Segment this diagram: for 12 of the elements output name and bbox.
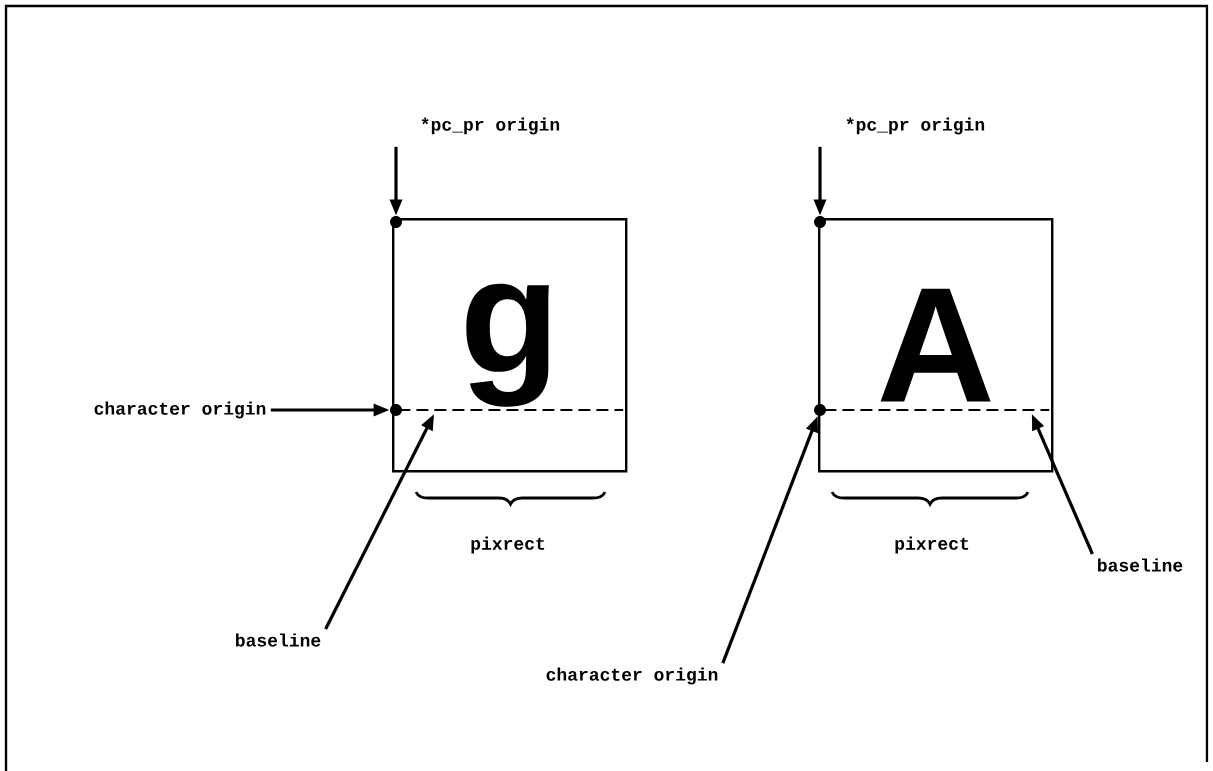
callout-text: *pc_pr origin: [846, 117, 985, 135]
callout-text: character origin: [94, 401, 266, 419]
callout-text: *pc_pr origin: [421, 117, 560, 135]
glyph-box: A: [818, 218, 1054, 473]
part-label: pixrect: [895, 536, 969, 554]
baseline-line: [398, 409, 624, 411]
callout-text: character origin: [546, 667, 718, 685]
glyph-box: g: [392, 218, 628, 473]
callout-text: baseline: [1098, 558, 1183, 572]
baseline-line: [824, 409, 1050, 411]
callout-text: baseline: [236, 633, 321, 647]
part-label: pixrect: [471, 536, 545, 554]
